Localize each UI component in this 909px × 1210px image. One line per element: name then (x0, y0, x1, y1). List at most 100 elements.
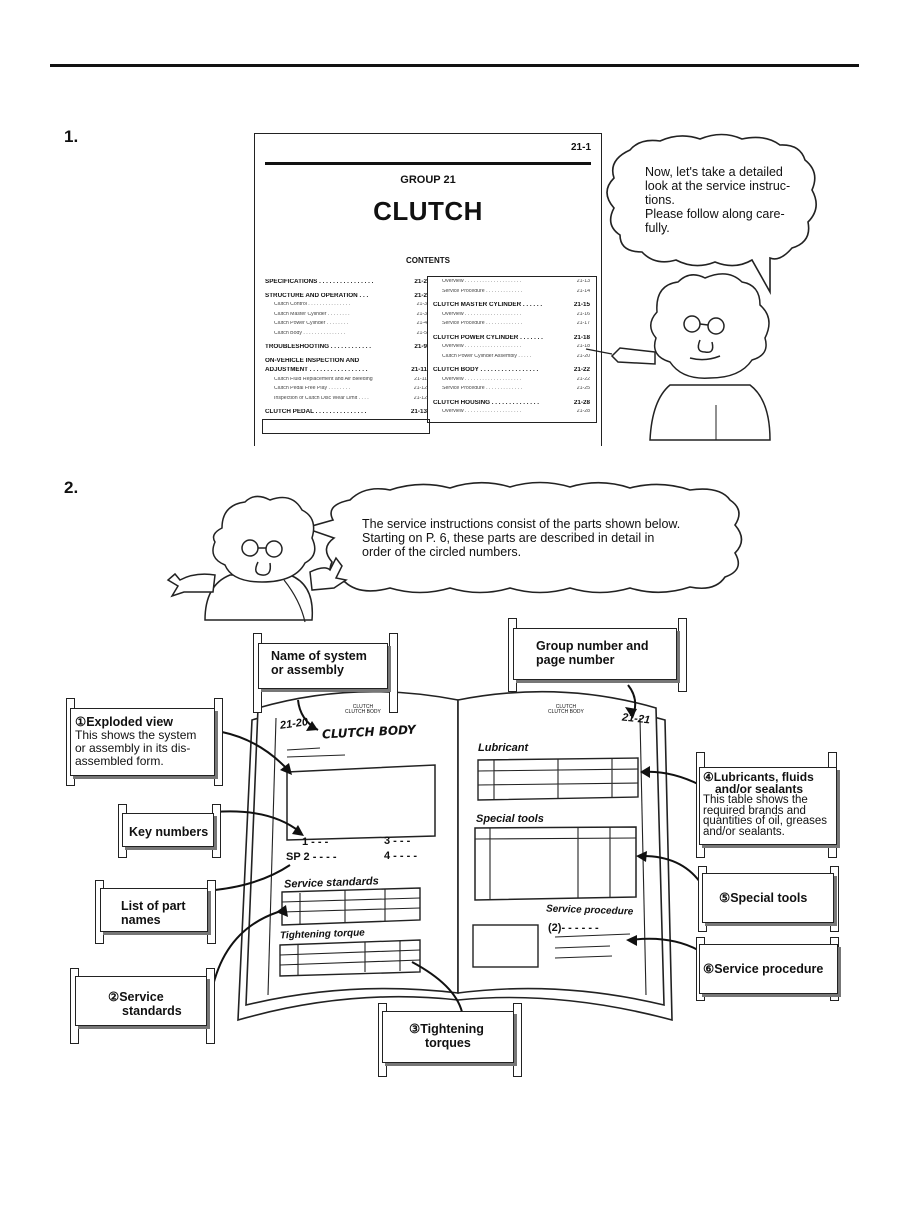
label-line: assembled form. (75, 754, 164, 768)
label-line: or assembly (271, 663, 344, 677)
label-line: ①Exploded view (75, 715, 174, 729)
toc-entry-label: CLUTCH MASTER CYLINDER . . . . . . (433, 302, 543, 308)
toc-entry-label: Inspection of Clutch Disc Wear Limit . .… (274, 395, 369, 401)
toc-entry: Clutch Fluid Replacement and Air Bleedin… (265, 377, 427, 387)
book-left-header-line: CLUTCH BODY (345, 709, 381, 715)
toc-entry: Clutch Body . . . . . . . . . . . . . . … (265, 331, 427, 341)
arrow-tightening (411, 961, 463, 1013)
board-post (513, 1003, 522, 1077)
label-line: page number (536, 653, 615, 667)
label-line: This shows the system (75, 728, 197, 742)
bubble1-line: Now, let's take a detailed (645, 165, 783, 179)
contents-title: CLUTCH (373, 196, 483, 226)
step-2-number: 2. (64, 478, 79, 497)
toc-entry: CLUTCH BODY . . . . . . . . . . . . . . … (433, 367, 590, 377)
toc-entry: Overview . . . . . . . . . . . . . . . .… (433, 409, 590, 419)
toc-entry: CLUTCH HOUSING . . . . . . . . . . . . .… (433, 400, 590, 410)
toc-entry-page: 21-14 (576, 288, 590, 294)
speech-bubble-2 (302, 481, 743, 594)
label-parts-list: List of part names (100, 888, 208, 932)
book-key-2: SP 2 - - - - (286, 851, 337, 863)
toc-entry-page: 21-18 (573, 334, 590, 341)
toc-entry: ADJUSTMENT . . . . . . . . . . . . . . .… (265, 367, 427, 377)
toc-entry-label: CLUTCH HOUSING . . . . . . . . . . . . .… (433, 399, 540, 406)
toc-entry-label: Overview . . . . . . . . . . . . . . . .… (442, 311, 522, 317)
contents-page: 21-1 GROUP 21 CLUTCH CONTENTS SPECIFICAT… (254, 133, 602, 446)
toc-entry-label: Clutch Body . . . . . . . . . . . . . . … (274, 330, 346, 336)
toc-entry-label: Service Procedure . . . . . . . . . . . … (442, 288, 523, 294)
label-service-standards: ②Service standards (75, 976, 207, 1026)
toc-entry: CLUTCH MASTER CYLINDER . . . . . .21-15 (433, 302, 590, 312)
toc-entry: Overview . . . . . . . . . . . . . . . .… (433, 377, 590, 387)
toc-entry-page: 21-11 (414, 376, 427, 382)
label-lubricants: ④Lubricants, fluids and/or sealants This… (699, 767, 837, 845)
label-line: torques (425, 1036, 471, 1050)
pointer-line (585, 348, 613, 355)
toc-entry-page: 21-20 (576, 353, 590, 359)
toc-entry-label: STRUCTURE AND OPERATION . . . (265, 292, 369, 299)
toc-entry-page: 21-12 (413, 386, 427, 391)
toc-entry: Overview . . . . . . . . . . . . . . . .… (433, 312, 590, 322)
book-right-header-line: CLUTCH (555, 704, 577, 710)
toc-entry-page: 21-13 (410, 409, 427, 415)
label-line: standards (122, 1004, 182, 1018)
professor-character-2 (166, 495, 348, 621)
toc-entry-label: Overview . . . . . . . . . . . . . . . .… (442, 279, 522, 284)
bubble1-line: look at the service instruc- (645, 179, 791, 193)
arrow-parts-list (214, 864, 291, 891)
label-lubricants-body: This table shows the required brands and… (703, 795, 836, 837)
bubble1-line: Please follow along care- (645, 207, 785, 221)
toc-entry: CLUTCH POWER CYLINDER . . . . . . .21-18 (433, 335, 590, 345)
toc-entry-label: Clutch Fluid Replacement and Air Bleedin… (274, 376, 373, 382)
label-line: names (121, 913, 161, 927)
toc-entry-label: Service Procedure . . . . . . . . . . . … (442, 386, 523, 391)
label-system-name: Name of system or assembly (258, 643, 388, 689)
book-lubricant-heading: Lubricant (478, 742, 529, 754)
bubble2-line: Starting on P. 6, these parts are descri… (362, 531, 655, 545)
board-post (214, 698, 223, 786)
board-post (678, 618, 687, 692)
label-key-numbers: Key numbers (122, 813, 214, 847)
toc-entry: Clutch Control . . . . . . . . . . . . .… (265, 302, 427, 312)
toc-entry-page: 21-25 (576, 386, 590, 391)
book-right-header-line: CLUTCH BODY (548, 709, 584, 715)
bubble1-line: fully. (645, 221, 670, 235)
toc-entry-page: 21-5 (416, 330, 427, 336)
arrow-service-standards (211, 911, 279, 991)
toc-entry-label: Service Procedure . . . . . . . . . . . … (442, 321, 523, 326)
bubble2-line: order of the circled numbers. (362, 545, 522, 559)
label-line: and/or sealants. (703, 825, 785, 838)
toc-entry-label: ADJUSTMENT . . . . . . . . . . . . . . .… (265, 367, 368, 373)
label-line: List of part (121, 899, 186, 913)
label-service-procedure: ⑥Service procedure (699, 944, 838, 994)
label-group-number: Group number and page number (513, 628, 677, 680)
toc-entry-label: TROUBLESHOOTING . . . . . . . . . . . . (265, 344, 372, 350)
label-exploded-body: This shows the system or assembly in its… (75, 729, 214, 768)
label-line: This table shows the (703, 794, 808, 806)
bubble1-text: Now, let's take a detailed look at the s… (645, 165, 815, 235)
arrow-key-numbers (214, 810, 301, 833)
label-line: ④Lubricants, fluids (703, 770, 814, 784)
toc-entry-page: 21-9 (414, 344, 427, 350)
professor-character-1 (610, 273, 771, 441)
open-book (237, 690, 673, 1022)
toc-entry: STRUCTURE AND OPERATION . . .21-2 (265, 293, 427, 303)
board-post (389, 633, 398, 713)
toc-entry-label: Overview . . . . . . . . . . . . . . . .… (442, 376, 522, 382)
label-special-tools: ⑤Special tools (702, 873, 834, 923)
toc-entry-page: 21-16 (576, 311, 590, 317)
toc-entry-page: 21-12 (413, 395, 427, 401)
toc-entry: Inspection of Clutch Disc Wear Limit . .… (265, 396, 427, 406)
toc-left-column: SPECIFICATIONS . . . . . . . . . . . . .… (265, 279, 427, 419)
label-line: or assembly in its dis- (75, 741, 191, 755)
toc-entry: SPECIFICATIONS . . . . . . . . . . . . .… (265, 279, 427, 289)
toc-entry: Overview . . . . . . . . . . . . . . . .… (433, 279, 590, 289)
bubble1-line: tions. (645, 193, 675, 207)
toc-entry: Clutch Power Cylinder Assembly . . . . .… (433, 354, 590, 364)
label-line: and/or sealants (715, 782, 804, 796)
bubble2-line: The service instructions consist of the … (362, 517, 681, 531)
toc-entry-label: Clutch Master Cylinder . . . . . . . . (274, 311, 350, 317)
